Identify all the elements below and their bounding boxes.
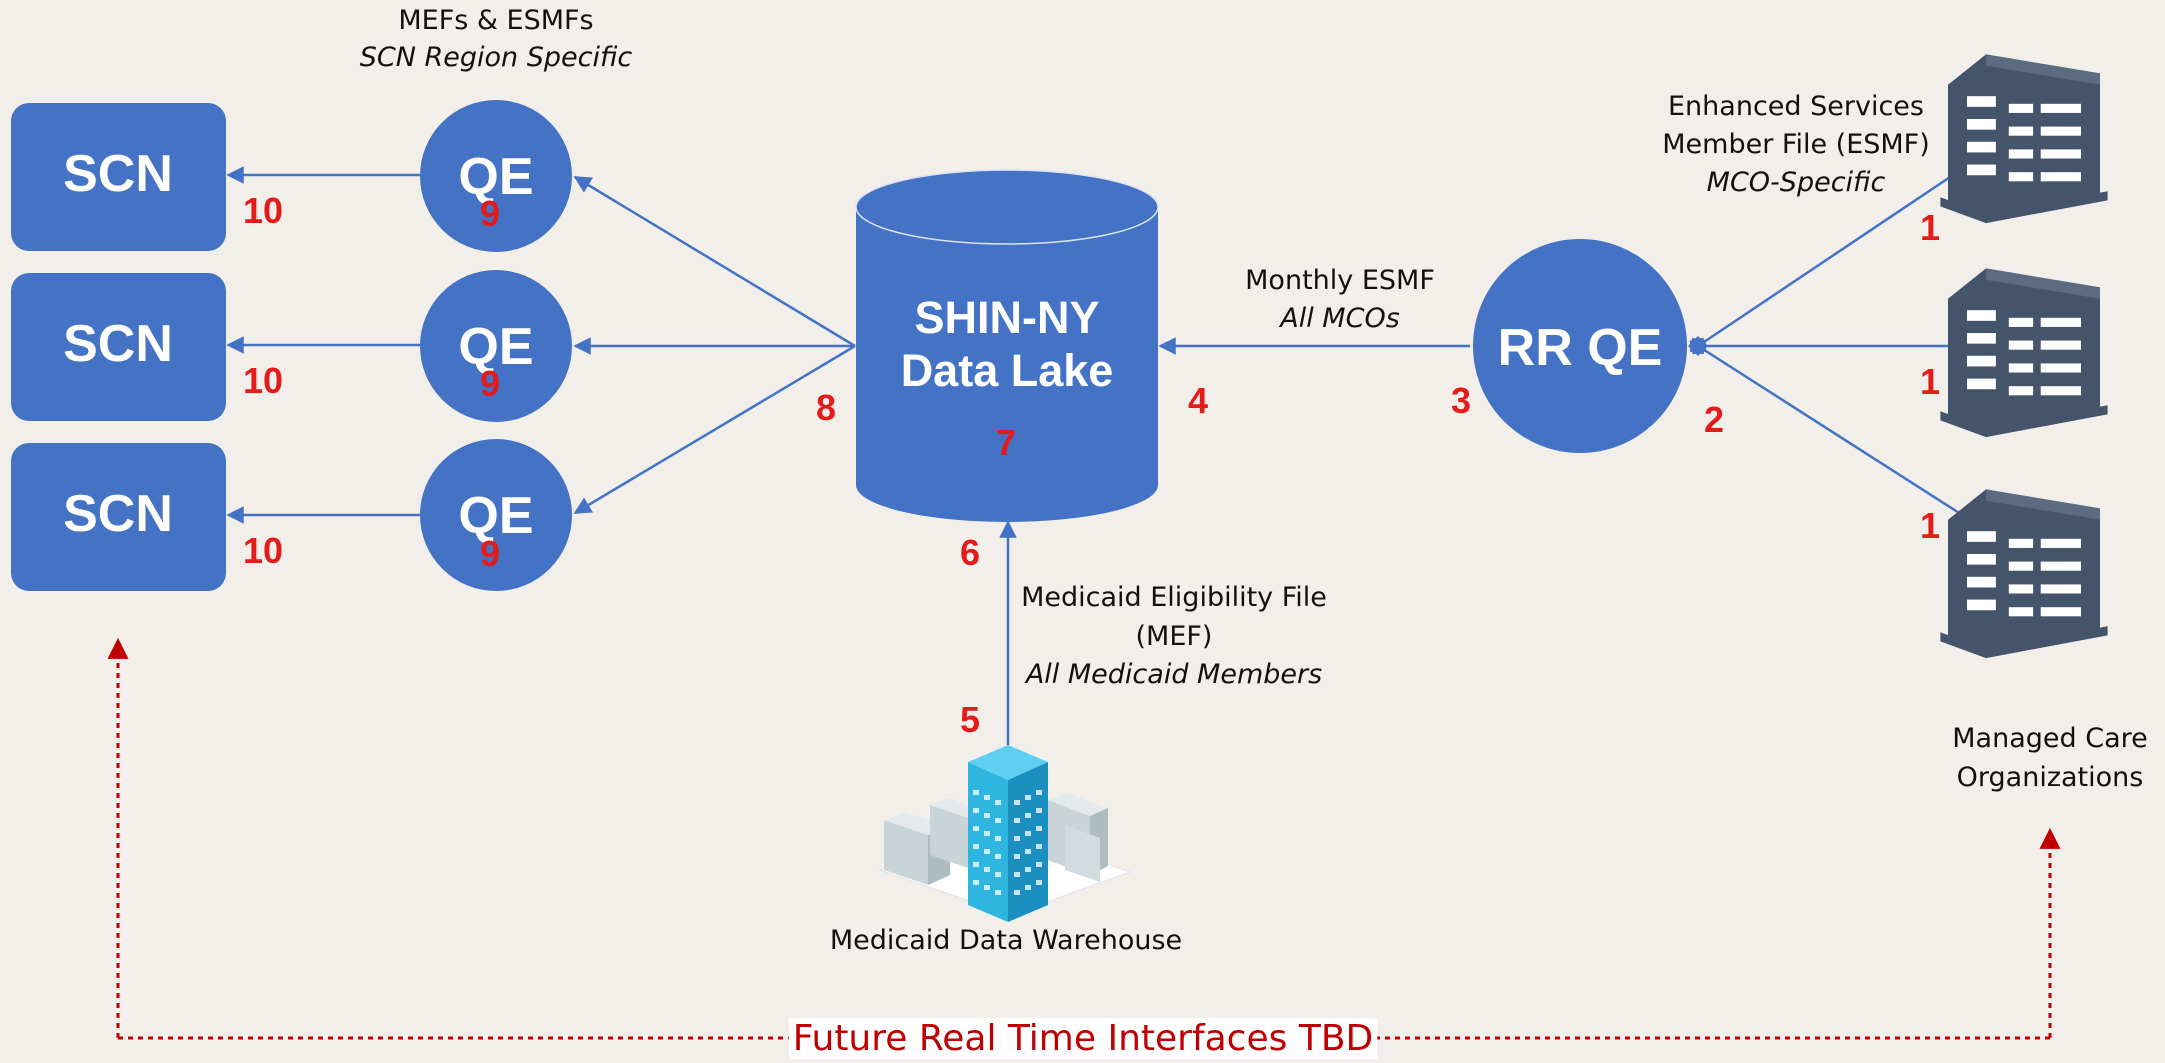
step-number: 1 <box>1920 361 1940 402</box>
esmf-label-line2: Member File (ESMF) <box>1662 129 1930 160</box>
data-warehouse-icon <box>878 745 1132 922</box>
rr-qe-label: RR QE <box>1498 319 1663 377</box>
step-number: 9 <box>480 363 500 404</box>
office-building-icon <box>1940 268 2108 438</box>
step-number: 2 <box>1704 399 1724 440</box>
qe-label: QE <box>458 487 533 545</box>
future-label-background <box>788 1018 1378 1059</box>
step-number: 9 <box>480 533 500 574</box>
qe-node[interactable]: QE 9 <box>420 439 572 591</box>
rr-qe-node[interactable]: RR QE <box>1473 239 1687 453</box>
mef-label-line2: (MEF) <box>1136 621 1213 652</box>
step-number: 6 <box>960 532 980 573</box>
data-lake-title-line2: Data Lake <box>901 345 1114 396</box>
step-number: 10 <box>243 360 283 401</box>
step-number: 10 <box>243 190 283 231</box>
scn-box[interactable]: SCN <box>11 443 226 591</box>
qe-node[interactable]: QE 9 <box>420 100 572 252</box>
office-building-icon <box>1940 54 2108 224</box>
office-building-icon <box>1940 489 2108 659</box>
scn-label: SCN <box>63 145 173 203</box>
mco-label-line2: Organizations <box>1957 762 2144 793</box>
future-interfaces-label: Future Real Time Interfaces TBD <box>793 1018 1373 1059</box>
step-number: 3 <box>1451 380 1471 421</box>
monthly-esmf-label-line2: All MCOs <box>1278 303 1400 334</box>
arrow-mco3-to-rrqe <box>1689 337 1979 527</box>
step-number: 9 <box>480 193 500 234</box>
step-number: 8 <box>816 387 836 428</box>
step-number: 7 <box>996 422 1016 463</box>
arrow-mco1-to-rrqe <box>1689 163 1969 355</box>
arrow-lake-to-qe3 <box>573 344 856 515</box>
qe-group-label-line2: SCN Region Specific <box>360 42 633 73</box>
future-interface-connector <box>107 637 2061 1040</box>
warehouse-label: Medicaid Data Warehouse <box>830 925 1182 956</box>
monthly-esmf-label-line1: Monthly ESMF <box>1245 265 1435 296</box>
qe-label: QE <box>458 148 533 206</box>
scn-label: SCN <box>63 315 173 373</box>
qe-label: QE <box>458 318 533 376</box>
mef-label-line1: Medicaid Eligibility File <box>1021 582 1327 613</box>
step-number: 5 <box>960 699 980 740</box>
data-lake-cylinder[interactable]: SHIN-NY Data Lake 7 <box>855 169 1159 522</box>
data-lake-title-line1: SHIN-NY <box>914 292 1099 343</box>
step-number: 4 <box>1188 380 1208 421</box>
mco-label-line1: Managed Care <box>1952 723 2148 754</box>
scn-box[interactable]: SCN <box>11 103 226 251</box>
qe-group-label-line1: MEFs & ESMFs <box>398 5 593 36</box>
step-number: 1 <box>1920 505 1940 546</box>
step-number: 1 <box>1920 207 1940 248</box>
arrow-lake-to-qe1 <box>573 175 856 348</box>
esmf-label-line3: MCO-Specific <box>1707 167 1886 198</box>
step-number: 10 <box>243 530 283 571</box>
scn-label: SCN <box>63 485 173 543</box>
mef-label-line3: All Medicaid Members <box>1024 659 1322 690</box>
qe-node[interactable]: QE 9 <box>420 270 572 422</box>
esmf-label-line1: Enhanced Services <box>1668 91 1924 122</box>
flow-arrows <box>226 163 1979 745</box>
scn-box[interactable]: SCN <box>11 273 226 421</box>
